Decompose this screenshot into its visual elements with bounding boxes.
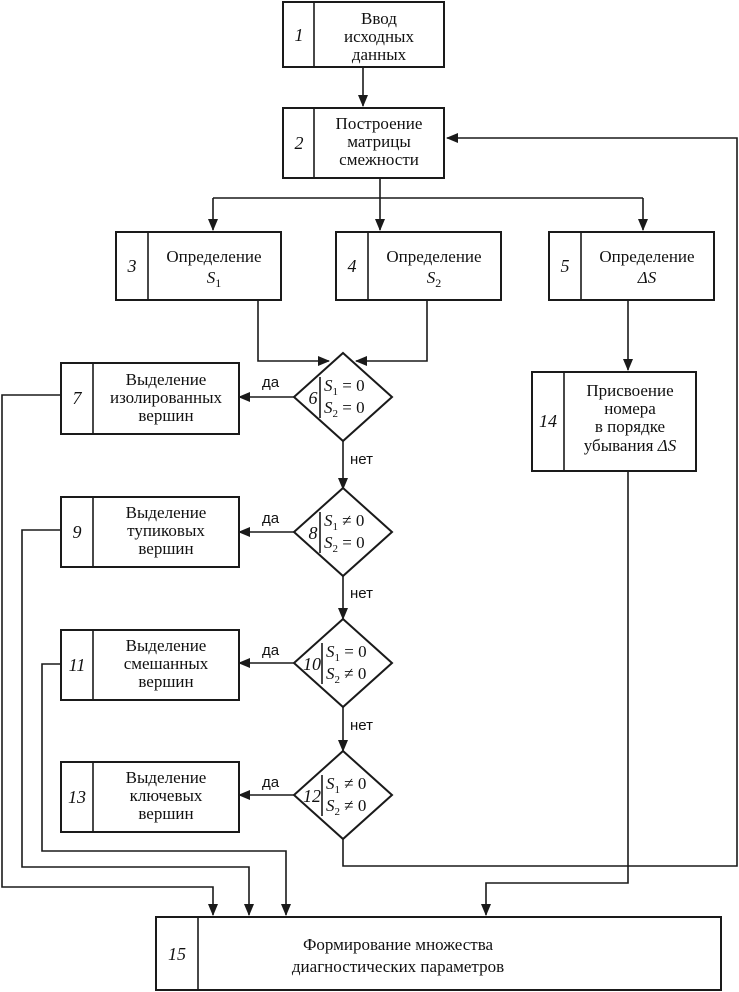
block-14-assign-number: 14 Присвоение номера в порядке убывания …: [531, 371, 697, 472]
block-text-line: матрицы: [347, 132, 411, 151]
no-label-10: нет: [350, 717, 373, 734]
block-symbol: S2: [427, 268, 442, 290]
block-text-line: вершин: [138, 804, 193, 823]
block-text-line: ключевых: [130, 786, 203, 805]
block-text-line: Формирование множества: [303, 935, 494, 954]
block-number: 15: [168, 944, 186, 964]
decision-number: 12: [303, 786, 321, 806]
block-3-define-s1: 3 Определение S1: [115, 231, 282, 301]
decision-condition-1: S1 ≠ 0: [326, 774, 366, 796]
block-2-adjacency-matrix: 2 Построение матрицы смежности: [282, 107, 445, 179]
block-number: 11: [69, 655, 86, 675]
no-label-8: нет: [350, 585, 373, 602]
block-text-line: вершин: [138, 406, 193, 425]
arrow-3-to-6: [257, 300, 330, 366]
decision-6: 6 S1 = 0 S2 = 0: [292, 351, 394, 443]
block-11-mixed-vertices: 11 Выделение смешанных вершин: [60, 629, 240, 701]
decision-condition-2: S2 ≠ 0: [326, 796, 366, 818]
block-number: 7: [73, 388, 83, 408]
block-number: 1: [295, 25, 304, 45]
block-text-line: диагностических параметров: [292, 957, 504, 976]
no-label-6: нет: [350, 451, 373, 468]
decision-12: 12 S1 ≠ 0 S2 ≠ 0: [292, 749, 394, 841]
decision-number: 6: [309, 388, 318, 408]
block-number: 4: [348, 256, 357, 276]
arrow-9-to-15: [21, 529, 254, 916]
decision-condition-1: S1 ≠ 0: [324, 511, 364, 533]
block-text-line: Выделение: [126, 370, 207, 389]
block-number: 2: [295, 133, 304, 153]
decision-condition-1: S1 = 0: [326, 642, 367, 664]
block-text-line: Построение: [336, 114, 423, 133]
block-symbol: S1: [207, 268, 222, 290]
block-number: 13: [68, 787, 86, 807]
yes-label-12: да: [262, 774, 280, 791]
decision-8: 8 S1 ≠ 0 S2 = 0: [292, 486, 394, 578]
branch-labels: да нет да нет да нет да: [262, 374, 373, 791]
block-text-line: Выделение: [126, 636, 207, 655]
block-7-isolated-vertices: 7 Выделение изолированных вершин: [60, 362, 240, 435]
yes-label-8: да: [262, 510, 280, 527]
block-text-line: Выделение: [126, 768, 207, 787]
connectors: [1, 67, 738, 916]
decision-condition-2: S2 ≠ 0: [326, 664, 366, 686]
block-1-input-data: 1 Ввод исходных данных: [282, 1, 445, 68]
block-15-form-parameter-set: 15 Формирование множества диагностически…: [155, 916, 722, 991]
block-number: 3: [127, 256, 137, 276]
arrow-4-to-6: [355, 300, 428, 366]
block-number: 9: [73, 522, 82, 542]
block-text-line: Ввод: [361, 9, 397, 28]
block-text-line: тупиковых: [127, 521, 205, 540]
decision-10: 10 S1 = 0 S2 ≠ 0: [292, 617, 394, 709]
yes-label-10: да: [262, 642, 280, 659]
arrow-12-loop-to-2: [342, 133, 738, 867]
block-text-line: исходных: [344, 27, 414, 46]
block-text-line: данных: [352, 45, 407, 64]
decision-number: 10: [303, 654, 321, 674]
block-number: 5: [561, 256, 570, 276]
block-number: 14: [539, 411, 557, 431]
block-text-line: убывания ΔS: [584, 436, 677, 455]
arrow-7-to-15: [1, 394, 218, 916]
arrow-11-to-15: [41, 663, 291, 916]
block-4-define-s2: 4 Определение S2: [335, 231, 502, 301]
block-text-line: Определение: [599, 247, 694, 266]
block-text-line: Присвоение: [586, 381, 673, 400]
block-text-line: смежности: [339, 150, 419, 169]
arrow-14-to-15: [481, 471, 629, 916]
block-text-line: номера: [604, 399, 656, 418]
block-text-line: Определение: [166, 247, 261, 266]
block-9-dead-end-vertices: 9 Выделение тупиковых вершин: [60, 496, 240, 568]
block-5-define-delta-s: 5 Определение ΔS: [548, 231, 715, 301]
block-text-line: Выделение: [126, 503, 207, 522]
block-text-line: в порядке: [595, 417, 665, 436]
block-symbol: ΔS: [637, 268, 657, 287]
block-text-line: смешанных: [124, 654, 209, 673]
block-text-line: изолированных: [110, 388, 223, 407]
decision-condition-2: S2 = 0: [324, 533, 365, 555]
yes-label-6: да: [262, 374, 280, 391]
decision-condition-2: S2 = 0: [324, 398, 365, 420]
block-text-line: вершин: [138, 672, 193, 691]
decision-condition-1: S1 = 0: [324, 376, 365, 398]
block-13-key-vertices: 13 Выделение ключевых вершин: [60, 761, 240, 833]
block-text-line: Определение: [386, 247, 481, 266]
block-text-line: вершин: [138, 539, 193, 558]
decision-number: 8: [309, 523, 318, 543]
